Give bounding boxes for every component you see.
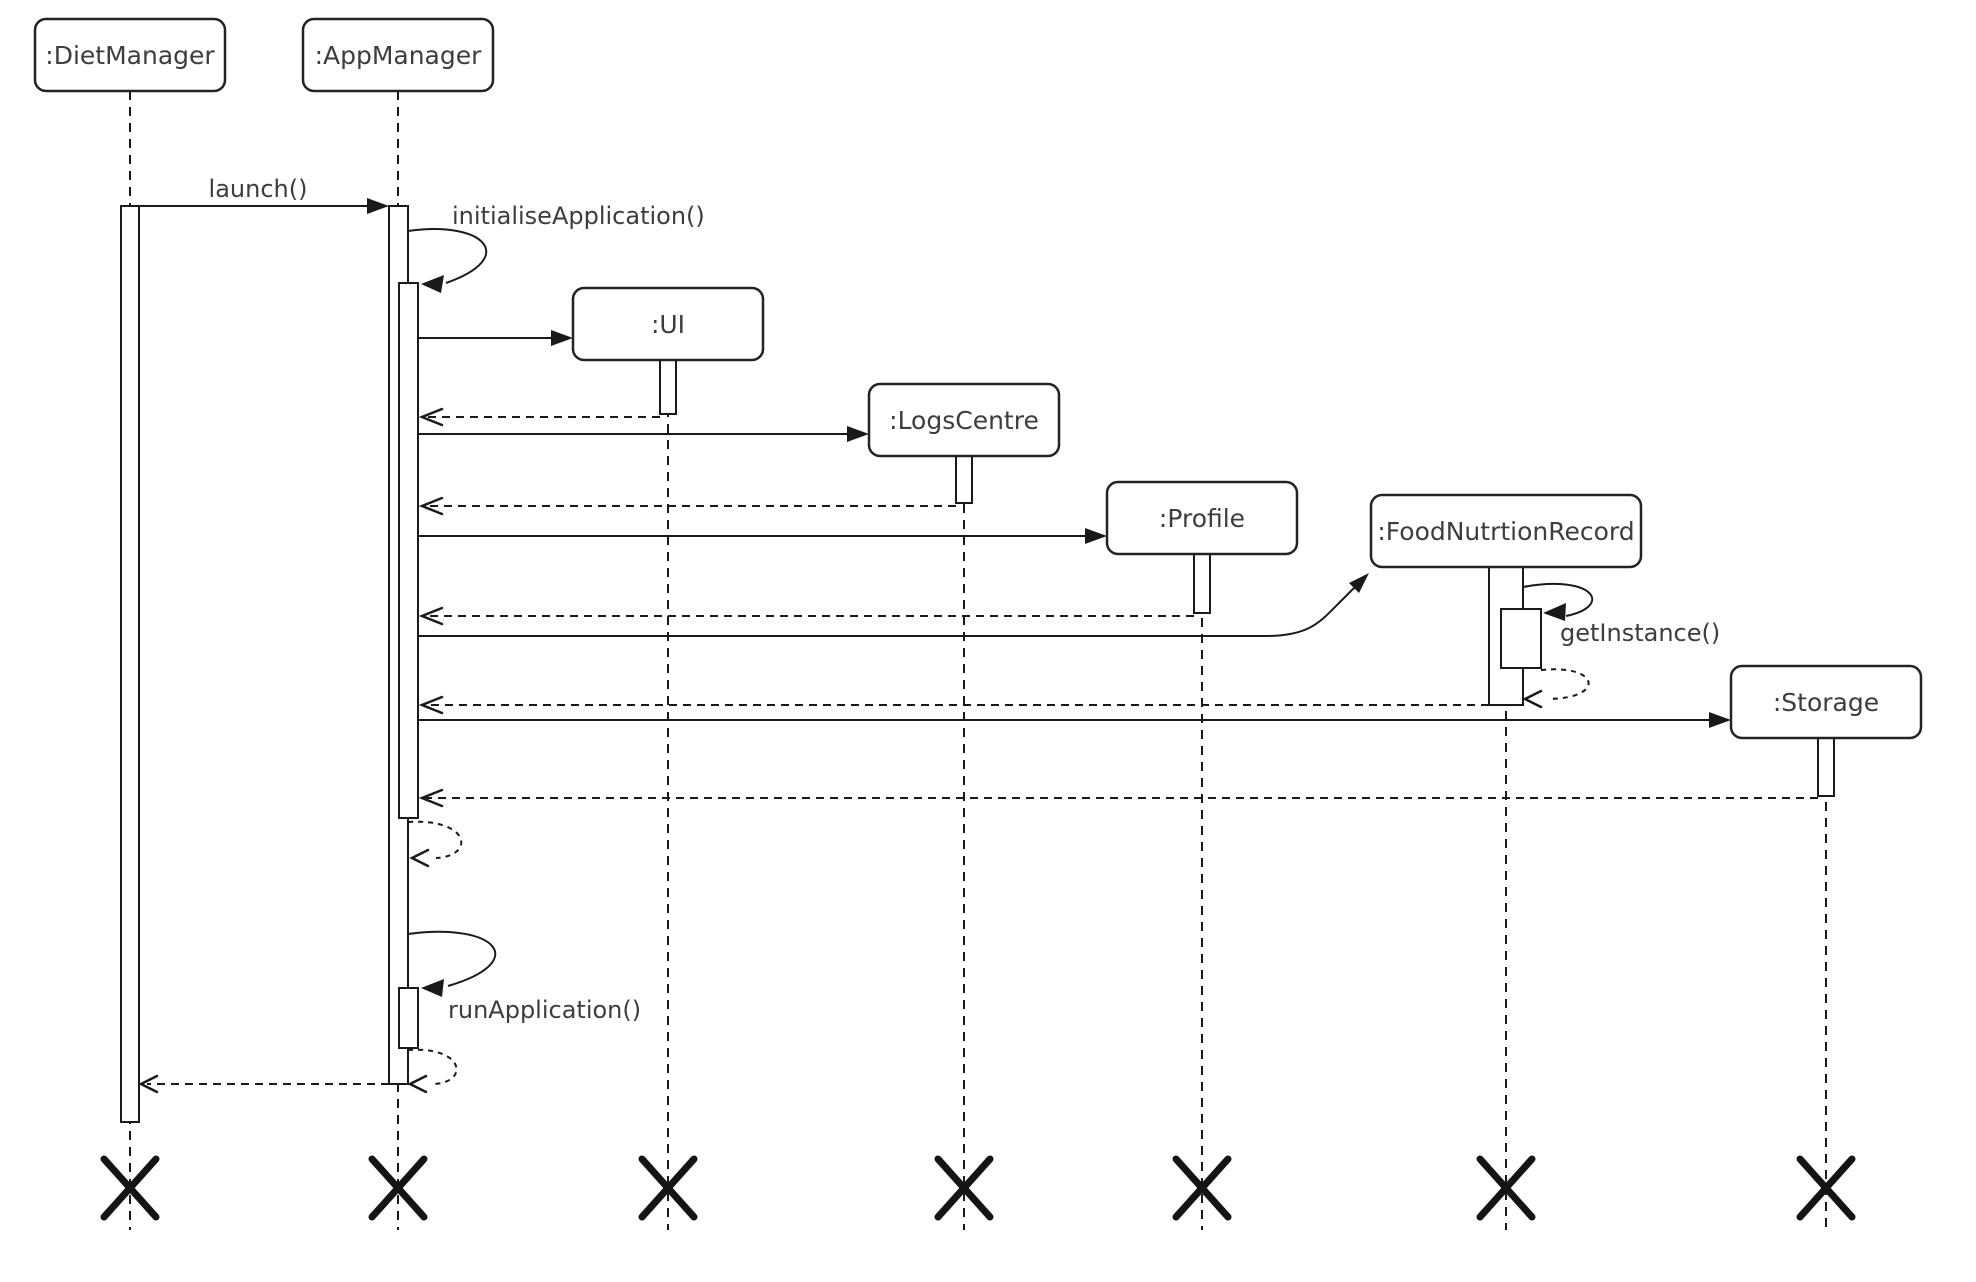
- message-create-profile: [418, 528, 1107, 544]
- activation-bars: [120, 205, 1835, 1123]
- arrowhead-getinstance: [1543, 603, 1566, 621]
- arrowhead-return-ui: [418, 407, 444, 427]
- destroy-icon-dietmanager: [100, 1155, 160, 1221]
- object-logscentre: :LogsCentre: [867, 382, 1061, 458]
- destroy-icon-storage: [1796, 1155, 1856, 1221]
- object-boxes: :DietManager :AppManager :UI :LogsCentre…: [33, 17, 1923, 740]
- message-run-application: runApplication(): [407, 930, 641, 1024]
- activation-ui: [659, 359, 677, 415]
- destroy-marks: [100, 1155, 1856, 1221]
- activation-profile: [1193, 553, 1211, 614]
- self-return-appmanager-run: [407, 1048, 458, 1094]
- self-return-foodnutrtionrecord: [1522, 668, 1590, 709]
- arrowhead-self-return-foodnutrtionrecord: [1522, 689, 1543, 709]
- arrowhead-create-ui: [551, 330, 573, 346]
- destroy-icon-ui: [638, 1155, 698, 1221]
- activation-dietmanager: [120, 205, 140, 1123]
- object-dietmanager: :DietManager: [33, 17, 227, 93]
- message-label-launch: launch(): [209, 175, 308, 203]
- message-getinstance: getInstance(): [1522, 582, 1720, 647]
- message-initialise-application: initialiseApplication(): [407, 202, 705, 293]
- arrowhead-return-profile: [418, 606, 444, 626]
- destroy-icon-logscentre: [934, 1155, 994, 1221]
- activation-storage: [1817, 737, 1835, 797]
- arrowhead-run-application: [421, 979, 444, 997]
- message-create-foodnutrtionrecord: [418, 573, 1369, 637]
- return-logscentre-to-appmanager: [418, 496, 956, 516]
- activation-foodnutrtionrecord-nested: [1500, 608, 1542, 669]
- object-label-ui: :UI: [651, 310, 685, 339]
- object-appmanager: :AppManager: [301, 17, 495, 93]
- arrowhead-self-return-run: [407, 1074, 428, 1094]
- message-create-logscentre: [418, 426, 869, 442]
- return-appmanager-to-dietmanager: [138, 1074, 389, 1094]
- return-ui-to-appmanager: [418, 407, 660, 427]
- object-foodnutrtionrecord: :FoodNutrtionRecord: [1369, 493, 1643, 569]
- message-label-run-application: runApplication(): [448, 996, 641, 1024]
- destroy-icon-profile: [1172, 1155, 1232, 1221]
- object-label-storage: :Storage: [1773, 688, 1879, 717]
- arrowhead-initialise-application: [421, 275, 444, 293]
- arrowhead-return-logscentre: [418, 496, 444, 516]
- activation-appmanager-run: [398, 987, 419, 1049]
- object-label-logscentre: :LogsCentre: [889, 406, 1039, 435]
- return-foodnutrtionrecord-to-appmanager: [418, 695, 1489, 715]
- destroy-icon-appmanager: [368, 1155, 428, 1221]
- object-label-profile: :Profile: [1159, 504, 1245, 533]
- message-label-getinstance: getInstance(): [1560, 619, 1720, 647]
- return-profile-to-appmanager: [418, 606, 1194, 626]
- return-storage-to-appmanager: [418, 788, 1818, 808]
- object-profile: :Profile: [1105, 480, 1299, 556]
- arrowhead-return-storage: [418, 788, 444, 808]
- arrowhead-return-final: [138, 1074, 159, 1094]
- message-launch: launch(): [139, 175, 389, 214]
- messages: launch() initialiseApplication(): [138, 175, 1818, 1094]
- self-return-appmanager-initialise: [407, 820, 463, 868]
- arrowhead-create-logscentre: [847, 426, 869, 442]
- arrowhead-create-storage: [1709, 712, 1731, 728]
- arrowhead-launch: [367, 198, 389, 214]
- object-label-dietmanager: :DietManager: [45, 41, 215, 70]
- object-ui: :UI: [571, 286, 765, 362]
- destroy-icon-foodnutrtionrecord: [1476, 1155, 1536, 1221]
- arrowhead-create-foodnutrtionrecord: [1349, 573, 1369, 593]
- arrowhead-self-return-initialise: [409, 848, 430, 868]
- activation-appmanager-inner: [398, 282, 419, 819]
- lifelines: [129, 91, 1827, 1230]
- arrowhead-create-profile: [1085, 528, 1107, 544]
- object-label-appmanager: :AppManager: [315, 41, 483, 70]
- object-label-foodnutrtionrecord: :FoodNutrtionRecord: [1377, 517, 1634, 546]
- message-create-ui: [418, 330, 573, 346]
- object-storage: :Storage: [1729, 664, 1923, 740]
- message-create-storage: [418, 712, 1731, 728]
- activation-logscentre: [955, 455, 973, 504]
- message-label-initialise-application: initialiseApplication(): [452, 202, 705, 230]
- arrowhead-return-foodnutrtionrecord: [418, 695, 444, 715]
